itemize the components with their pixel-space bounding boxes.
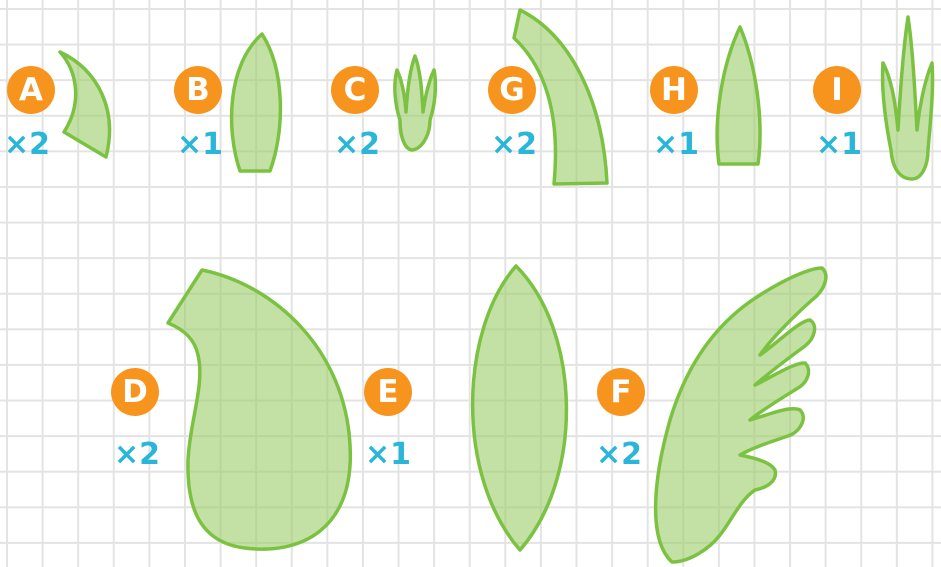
shape-i bbox=[880, 15, 935, 181]
count-a: ×2 bbox=[4, 127, 51, 162]
shape-g bbox=[512, 8, 609, 186]
badge-e: E bbox=[364, 368, 412, 416]
count-c: ×2 bbox=[334, 127, 381, 162]
shape-a bbox=[58, 50, 112, 159]
count-i: ×1 bbox=[816, 127, 863, 162]
shape-d bbox=[166, 268, 352, 551]
count-h: ×1 bbox=[653, 127, 700, 162]
shape-e bbox=[470, 264, 569, 552]
badge-i: I bbox=[813, 66, 861, 114]
count-g: ×2 bbox=[491, 127, 538, 162]
shape-f bbox=[653, 266, 828, 564]
badge-c: C bbox=[331, 66, 379, 114]
count-d: ×2 bbox=[114, 437, 161, 472]
count-e: ×1 bbox=[365, 437, 412, 472]
badge-f: F bbox=[597, 368, 645, 416]
badge-d: D bbox=[111, 368, 159, 416]
badge-g: G bbox=[488, 66, 536, 114]
shape-h bbox=[715, 25, 762, 166]
count-b: ×1 bbox=[177, 127, 224, 162]
shape-c bbox=[393, 54, 438, 152]
badge-h: H bbox=[650, 66, 698, 114]
badge-a: A bbox=[7, 66, 55, 114]
count-f: ×2 bbox=[596, 437, 643, 472]
shape-b bbox=[229, 32, 283, 173]
badge-b: B bbox=[174, 66, 222, 114]
